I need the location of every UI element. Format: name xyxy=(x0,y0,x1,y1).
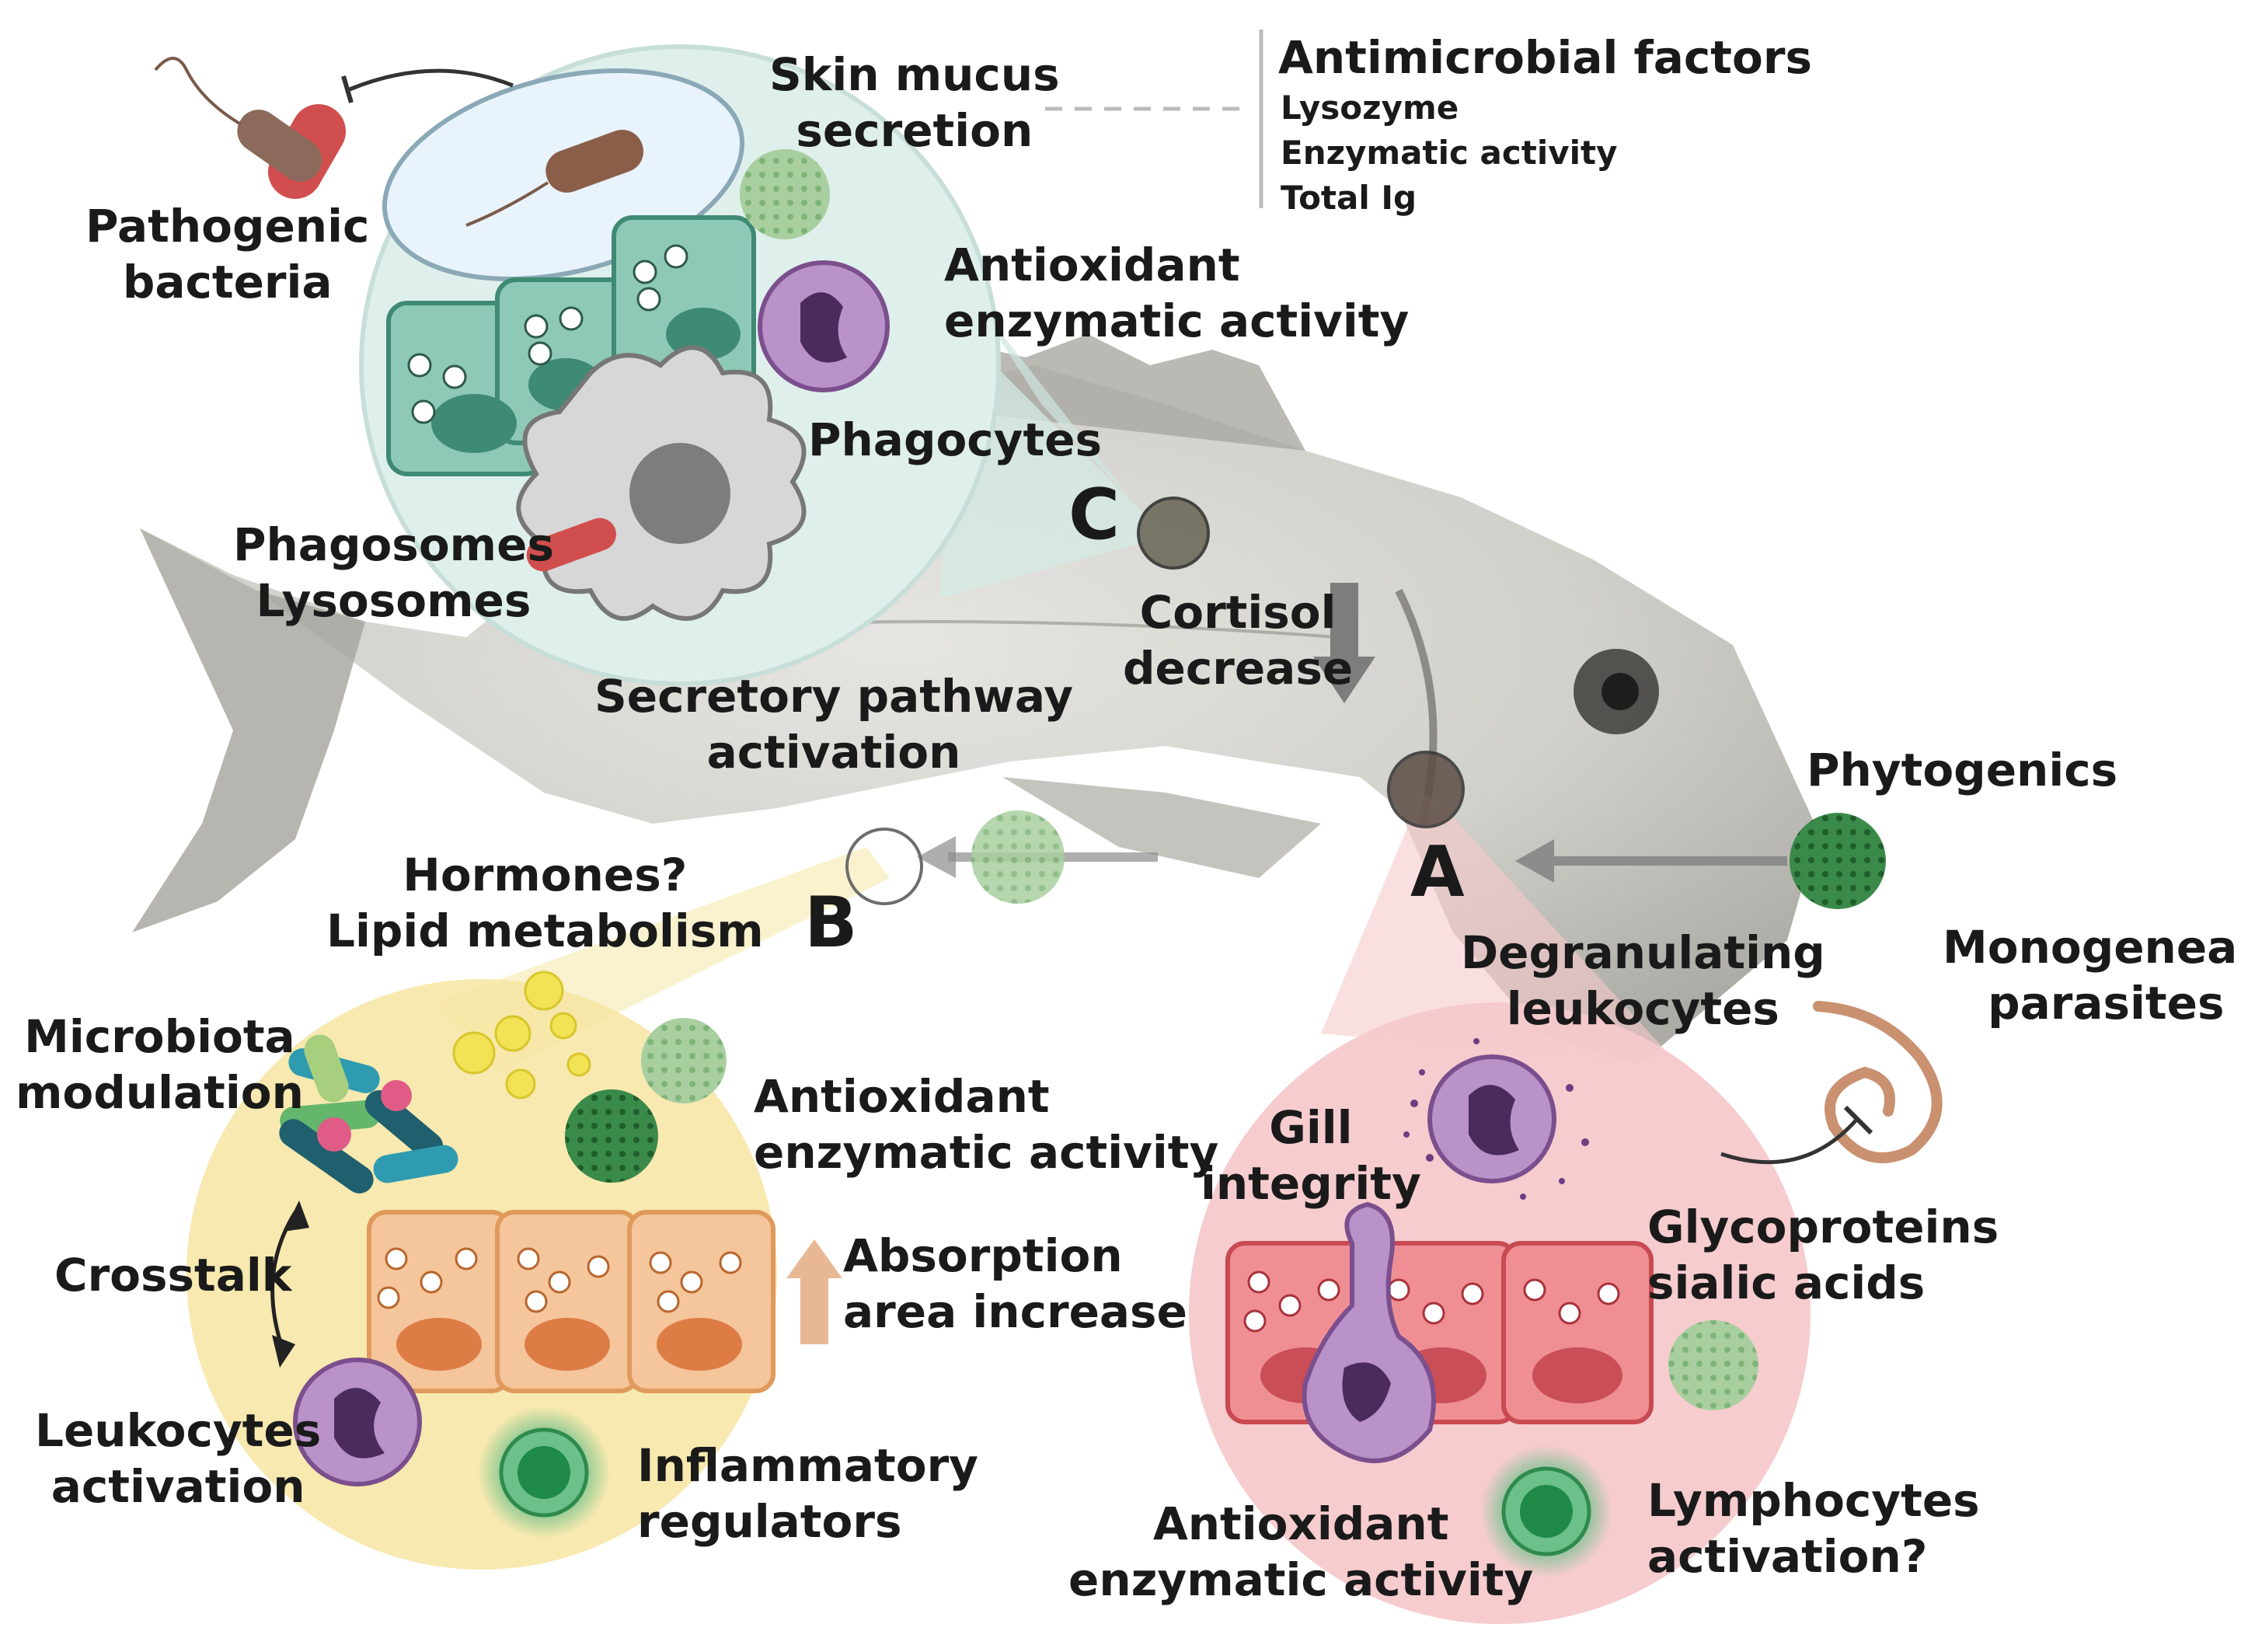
inhibition-bar-parasite xyxy=(1720,1105,1873,1165)
panel-c-cone xyxy=(971,295,1142,513)
phytogenic-arrow xyxy=(1515,839,1787,883)
antimicrobial-item: Enzymatic activity xyxy=(1281,134,1618,172)
panel-a-sample-site xyxy=(1387,751,1465,828)
panel-b-sample-site xyxy=(845,828,923,905)
antimicrobial-item: Lysozyme xyxy=(1281,89,1459,127)
absorption-up-arrow xyxy=(800,1274,828,1344)
migrating-leukocyte-icon xyxy=(1302,1201,1436,1463)
panel-a-phytogenic-granule xyxy=(1668,1320,1758,1410)
pathogenic-bacteria-icon xyxy=(154,57,346,199)
panel-a-lymphocyte-icon xyxy=(1480,1445,1612,1577)
inhibition-bar-bacteria xyxy=(341,68,514,103)
antimicrobial-factors: Antimicrobial factors xyxy=(1278,30,1812,85)
hormones-label: Hormones?Lipid metabolism xyxy=(326,849,764,957)
antimicrobial-title: Antimicrobial factors xyxy=(1278,31,1812,84)
panel-b-light-granule xyxy=(641,1018,727,1103)
panel-c-leukocyte-icon xyxy=(758,260,890,392)
marker-a: A xyxy=(1410,831,1465,913)
microbiota-icon xyxy=(279,1034,458,1194)
monogenean-parasite-icon xyxy=(1813,1001,1943,1163)
lipid-droplets-icon xyxy=(452,971,591,1100)
marker-c: C xyxy=(1068,474,1120,556)
panel-c-phytogenic-granule xyxy=(740,149,830,239)
panel-b-lymphocyte-icon xyxy=(478,1406,610,1539)
phytogenics-granule xyxy=(1790,813,1886,909)
degranulating-leukocyte-icon xyxy=(1403,1038,1589,1200)
antimicrobial-item: Total Ig xyxy=(1281,179,1417,217)
phagosome-bacterium-icon xyxy=(526,518,616,572)
marker-b: B xyxy=(804,882,858,964)
panel-a-connector xyxy=(1321,793,1678,1065)
panel-b-leukocyte-icon xyxy=(293,1357,422,1486)
crosstalk-arrow xyxy=(270,1201,309,1368)
intestine-phytogenic-granule xyxy=(971,810,1065,904)
panel-b-dark-granule xyxy=(565,1089,658,1183)
phytogenics-label: Phytogenics xyxy=(1807,744,2118,796)
cortisol-down-arrow xyxy=(1313,583,1375,703)
panel-c-sample-site xyxy=(1137,497,1210,570)
antimicrobial-list: Lysozyme Enzymatic activity Total Ig xyxy=(1281,85,1617,221)
mucus-bacterium-icon xyxy=(465,130,644,227)
phagocytes-label: Phagocytes xyxy=(808,413,1103,466)
crosstalk-label: Crosstalk xyxy=(54,1249,292,1302)
